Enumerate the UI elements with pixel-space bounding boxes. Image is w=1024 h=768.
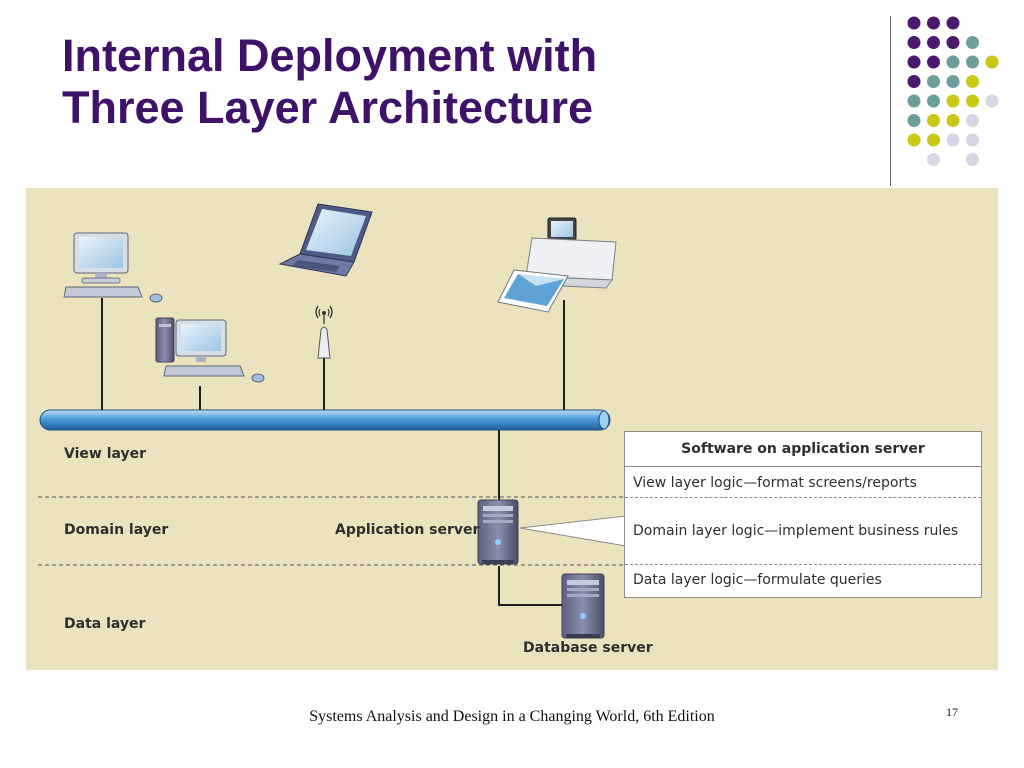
decorative-dot [946,133,960,147]
application-server-icon [477,499,519,565]
decorative-dot [946,94,960,108]
decorative-dot [927,153,940,166]
software-info-header: Software on application server [625,432,981,467]
decorative-dot [907,114,921,127]
decorative-dot [946,114,960,127]
decorative-dot [966,133,979,147]
decorative-dot [985,55,999,69]
decorative-dot [946,55,960,69]
decorative-dot [927,75,940,88]
decorative-dot [907,36,921,49]
desktop-computer-icon [63,232,163,303]
decorative-dot [927,36,940,49]
slide-title-line-2: Three Layer Architecture [62,82,594,133]
decorative-dot [966,36,979,49]
decorative-dot [966,114,979,127]
slide-footer: Systems Analysis and Design in a Changin… [309,708,715,725]
database-server-icon [561,573,605,639]
laptop-icon [278,203,373,277]
view-layer-label: View layer [64,446,147,462]
network-bus [39,409,611,431]
decorative-dot [966,153,979,166]
application-server-label: Application server [335,522,480,538]
decorative-dot [907,55,921,69]
wireless-access-point-icon [315,305,333,359]
decorative-dot [985,94,999,108]
page-number: 17 [946,705,958,719]
architecture-diagram: View layer Domain layer Data layer Appli… [26,188,998,670]
photo-printer-icon [497,217,617,313]
decorative-dot [927,133,940,147]
decorative-dot [907,133,921,147]
decorative-dot [927,114,940,127]
database-server-label: Database server [523,640,653,656]
decorative-dot [946,36,960,49]
software-info-box: Software on application server View laye… [624,431,982,598]
slide-title: Internal Deployment with Three Layer Arc… [62,30,762,134]
decorative-dot [946,75,960,88]
decorative-dot [907,94,921,108]
domain-layer-logic-row: Domain layer logic—implement business ru… [625,498,981,565]
decorative-dot [966,94,979,108]
decorative-dot [927,55,940,69]
decorative-dot [966,75,979,88]
data-layer-logic-row: Data layer logic—formulate queries [633,572,882,588]
decorative-dot [927,16,940,30]
decorative-dot-grid [907,16,999,166]
decorative-dot [907,75,921,88]
view-layer-logic-row: View layer logic—format screens/reports [625,467,981,498]
diagram-canvas [38,203,627,639]
connection-lines [101,298,565,606]
title-divider [890,16,891,186]
decorative-dot [966,55,979,69]
data-layer-label: Data layer [64,616,146,632]
decorative-dot [907,16,921,30]
desktop-tower-computer-icon [155,317,265,383]
domain-layer-label: Domain layer [64,522,169,538]
decorative-dot [946,16,960,30]
callout-wedge [519,515,627,547]
decorative-dot [927,94,940,108]
slide-title-line-1: Internal Deployment with [62,30,598,81]
